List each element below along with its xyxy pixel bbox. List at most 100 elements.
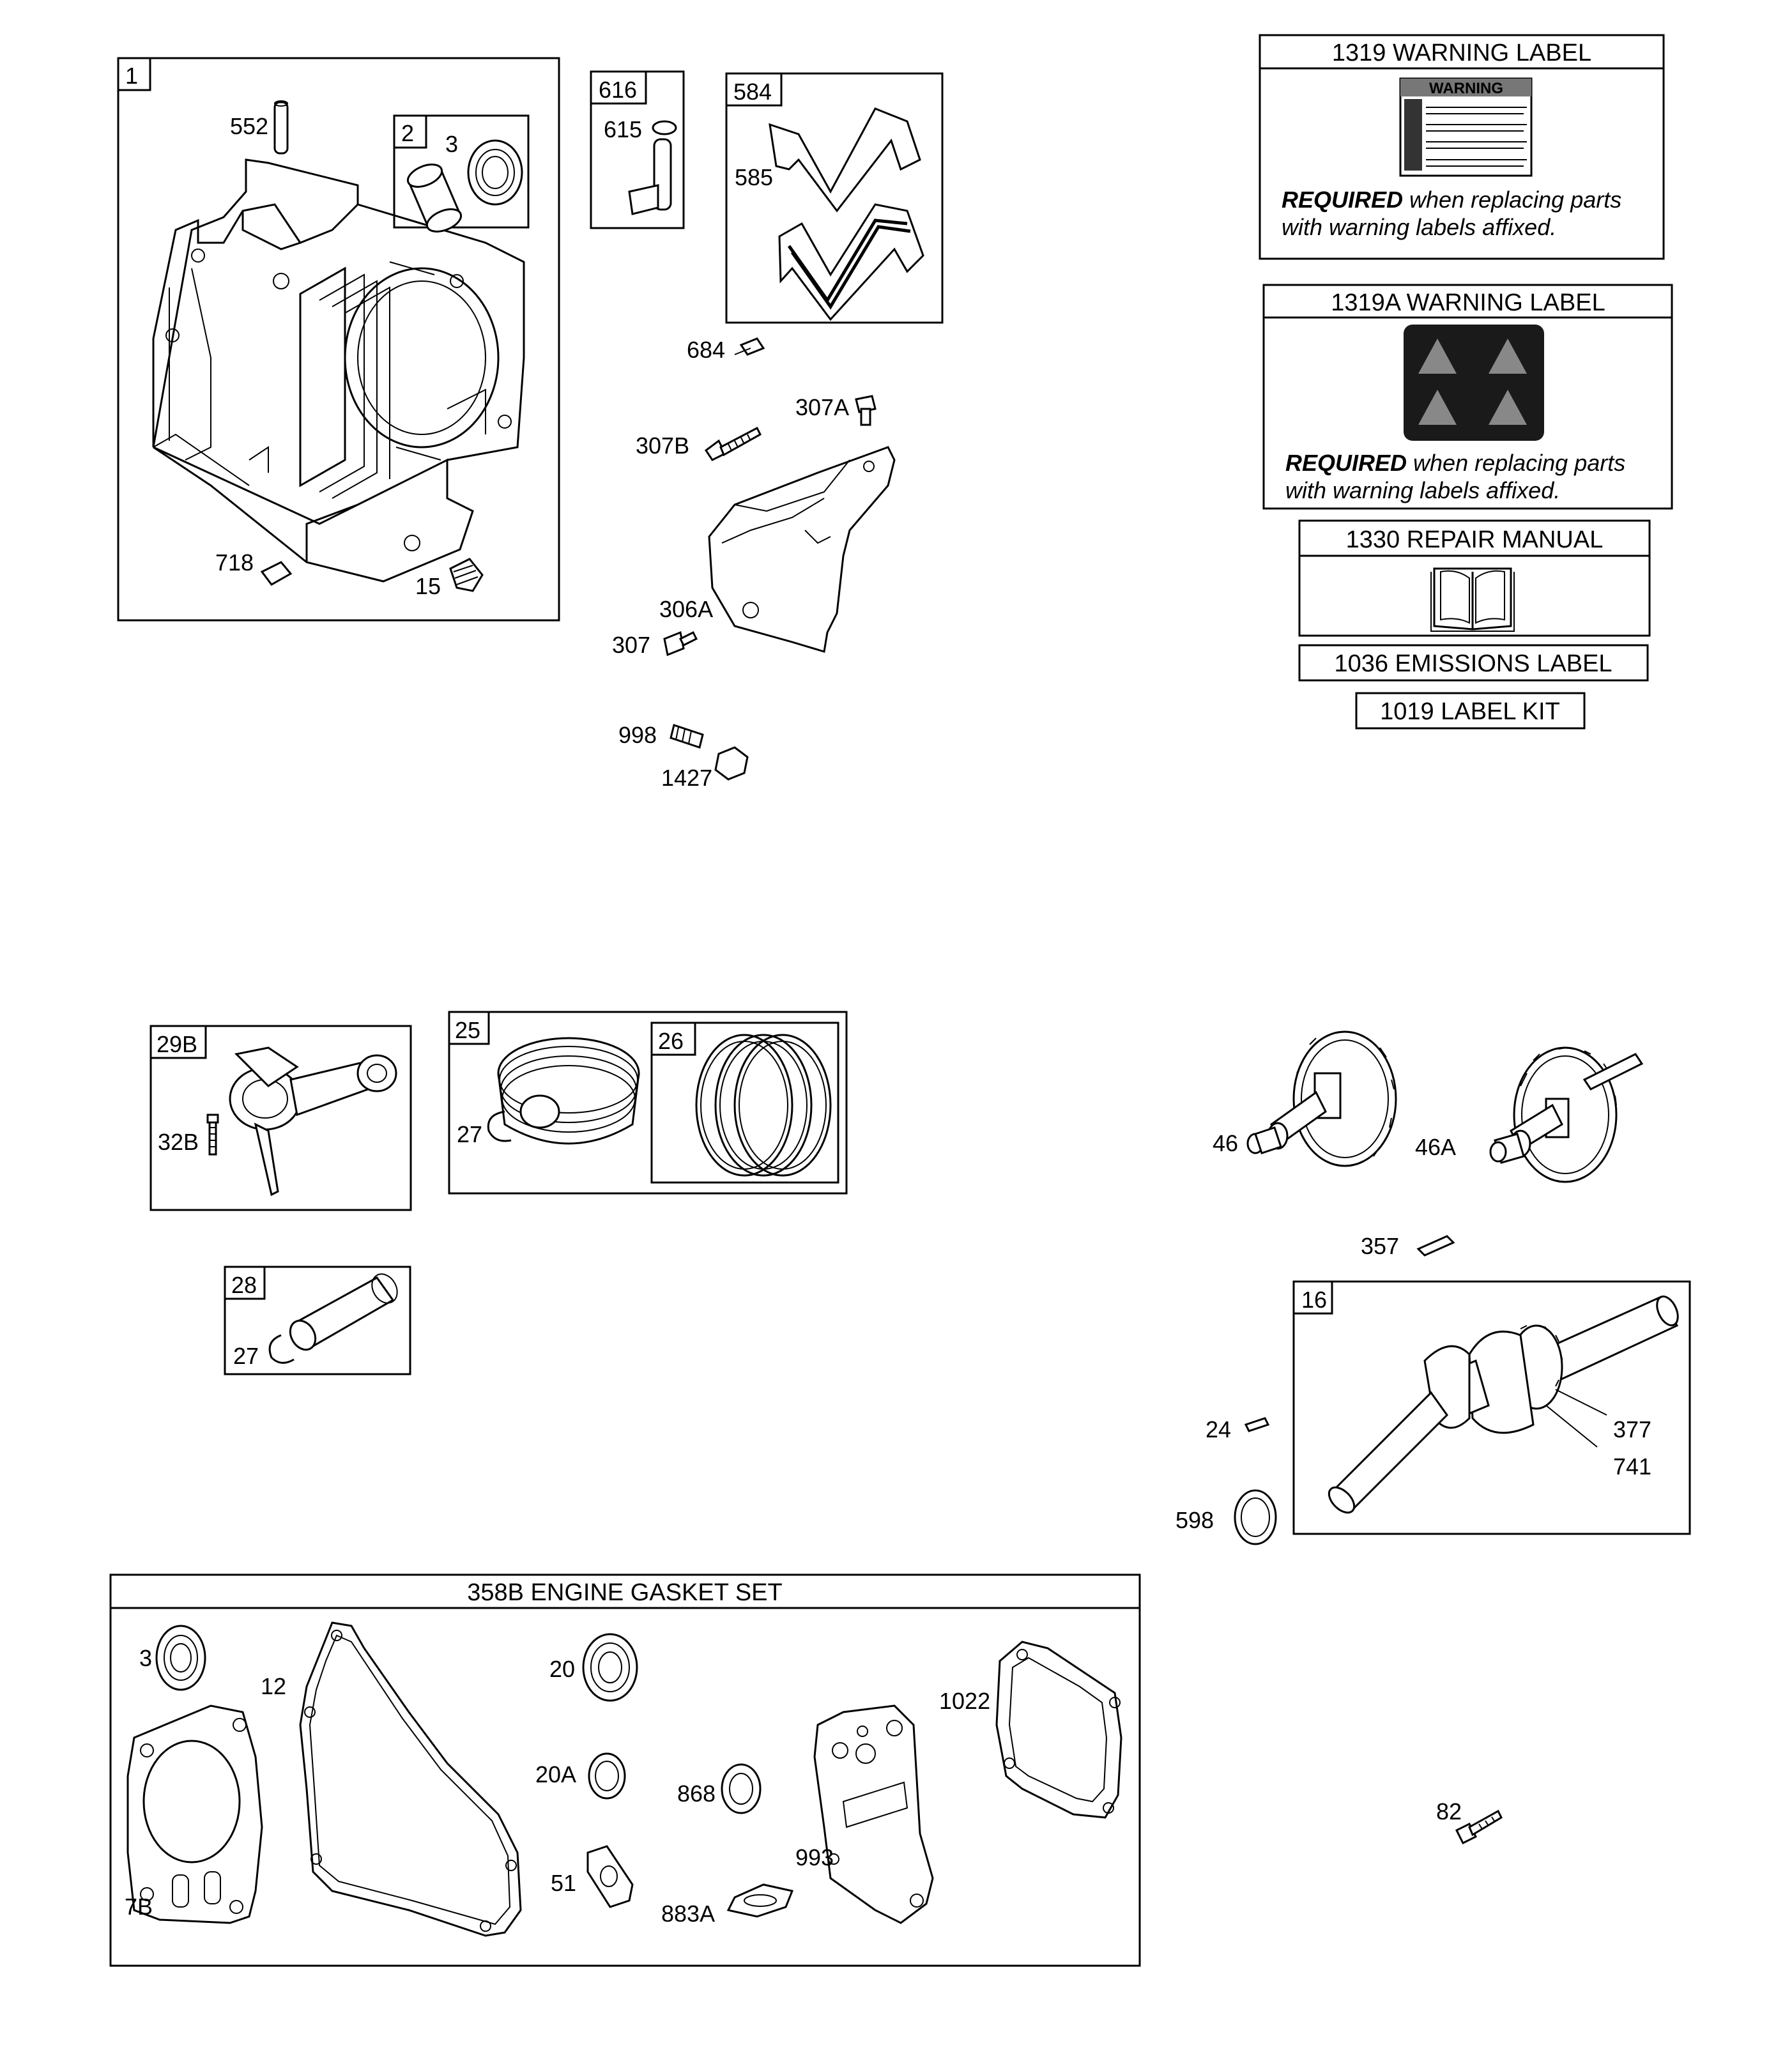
label-998: 998 [618,722,657,748]
label-598: 598 [1176,1507,1214,1533]
warning-sticker-title: WARNING [1429,80,1503,97]
label-46: 46 [1213,1130,1238,1156]
part-2-bushing [406,164,463,233]
hazard-pictogram-icon [1404,325,1544,441]
header-1319a: 1319A WARNING LABEL [1331,289,1605,316]
label-51: 51 [551,1870,576,1896]
box-29b-tag: 29B [157,1031,197,1057]
box-28-tag: 28 [231,1272,257,1298]
part-12-crankcase-gasket [299,1621,522,1937]
part-15-plug [449,558,484,592]
required-note-1319a-rest: when replacing parts [1407,450,1625,476]
box-29b-connecting-rod: 29B 32B [149,1025,412,1211]
label-kit-1019: 1019 LABEL KIT [1355,692,1586,730]
part-552-dowel-pin [273,100,289,155]
part-357-key [1416,1235,1455,1257]
part-51-gasket [586,1845,634,1908]
label-718: 718 [215,549,254,576]
label-307a: 307A [795,394,849,420]
part-82-screw [1455,1809,1503,1845]
header-1319: 1319 WARNING LABEL [1332,40,1591,66]
part-32b-bolt [206,1114,219,1156]
label-27-pin: 27 [233,1343,259,1369]
box-1-tag: 1 [125,63,138,89]
repair-manual-1330: 1330 REPAIR MANUAL [1298,519,1651,637]
part-584-breather-cover [778,203,924,321]
label-15: 15 [415,573,441,599]
warning-label-1319: 1319 WARNING LABEL WARNING REQUIRED when… [1259,34,1665,260]
box-25-tag: 25 [455,1017,480,1043]
label-3-top: 3 [445,131,458,157]
label-883a: 883A [661,1901,715,1927]
box-584: 584 585 [725,72,944,324]
book-icon [1430,567,1515,632]
label-615: 615 [604,116,642,142]
header-1036: 1036 EMISSIONS LABEL [1334,650,1612,677]
cylinder-block [152,158,525,583]
required-note-1319-bold: REQUIRED [1282,187,1403,213]
part-307a-bolt [855,395,877,426]
part-27-retainer-clip [487,1110,512,1142]
label-552: 552 [230,113,268,139]
header-1330: 1330 REPAIR MANUAL [1346,526,1604,553]
label-307: 307 [612,632,650,658]
required-note-1319-line1: REQUIRED when replacing parts [1282,187,1621,213]
label-741: 741 [1613,1453,1651,1480]
box-616: 616 615 [590,70,685,229]
part-615-governor-shaft [628,120,677,215]
part-46-camshaft [1246,1030,1397,1167]
part-25-piston [497,1037,640,1145]
label-20: 20 [549,1656,575,1682]
part-20-oil-seal [582,1633,638,1702]
part-20a-oil-seal [588,1752,626,1800]
part-598-washer [1234,1489,1277,1545]
part-3-oil-seal-gasketset [155,1625,206,1691]
part-1022-gasket [995,1641,1122,1819]
label-868: 868 [677,1780,716,1807]
box-616-tag: 616 [599,77,637,103]
part-307b-bolt [704,426,762,461]
warning-label-1319a: 1319A WARNING LABEL REQUIRED when replac… [1262,284,1673,510]
part-46a-camshaft [1489,1046,1644,1183]
part-1427-nut [714,746,749,781]
label-12: 12 [261,1673,286,1699]
label-993: 993 [795,1844,834,1871]
label-24: 24 [1206,1416,1231,1443]
part-16-crankshaft [1328,1295,1679,1514]
box-26-tag: 26 [658,1028,684,1054]
box-2-tag: 2 [401,120,414,146]
part-7b-cylinder-head-gasket [126,1704,263,1924]
box-16-crankshaft: 16 377 741 [1292,1280,1691,1535]
engine-gasket-set-358b: 358B ENGINE GASKET SET 3 12 [109,1573,1141,1967]
header-358b: 358B ENGINE GASKET SET [467,1579,782,1606]
label-377: 377 [1613,1416,1651,1443]
label-46a: 46A [1415,1134,1456,1160]
part-3-oil-seal [467,139,523,206]
label-82: 82 [1436,1798,1462,1825]
part-26-piston-rings [695,1034,832,1177]
label-684: 684 [687,337,725,363]
emissions-label-1036: 1036 EMISSIONS LABEL [1298,644,1649,682]
part-29b-rod [229,1046,397,1197]
box-584-tag: 584 [733,79,772,105]
label-307b: 307B [636,432,689,459]
label-357: 357 [1361,1233,1399,1259]
box-25-piston: 25 27 26 [448,1011,848,1195]
required-note-1319a-line2: with warning labels affixed. [1285,477,1560,503]
part-27-retainer-clip-2 [268,1334,295,1364]
warning-sticker-icon: WARNING [1399,77,1533,177]
part-998-stud [670,724,704,749]
label-306a: 306A [659,596,713,622]
header-1019: 1019 LABEL KIT [1380,698,1560,725]
required-note-1319a-bold: REQUIRED [1285,450,1407,476]
part-585-breather-gasket [769,107,921,213]
required-note-1319-rest: when replacing parts [1403,187,1621,213]
label-32b: 32B [158,1129,199,1155]
part-306a-shield [708,446,896,653]
part-868-seal [721,1763,762,1814]
label-585: 585 [735,164,773,190]
label-7b: 7B [125,1894,153,1920]
label-27-piston: 27 [457,1121,482,1147]
part-684-screw [734,337,765,356]
